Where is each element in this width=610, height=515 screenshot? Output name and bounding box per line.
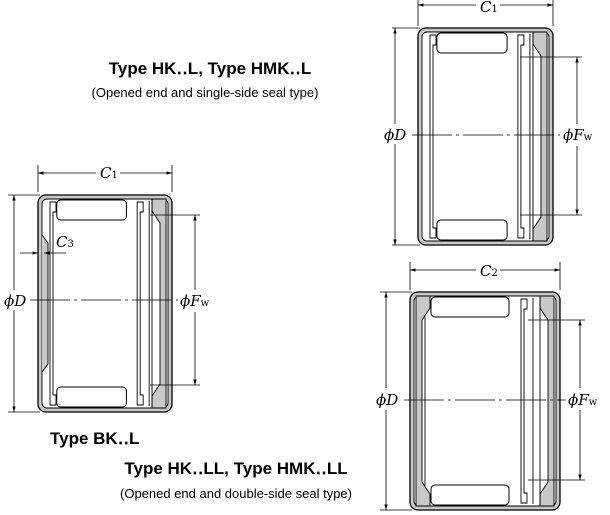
cage-right: [517, 34, 525, 239]
needle-roller: [436, 32, 508, 54]
c1-label: C1: [100, 164, 118, 182]
hk-l-bearing-drawing: [417, 27, 554, 246]
closed-end-wall: [41, 234, 49, 373]
needle-roller: [436, 219, 508, 241]
needle-roller: [56, 386, 127, 408]
d-label: ϕD: [4, 292, 26, 310]
bk-l-title: Type BK‥L: [50, 429, 139, 448]
fw-label: ϕFw: [180, 292, 210, 310]
c2-label: C2: [480, 262, 498, 280]
needle-roller: [430, 296, 510, 318]
hk-ll-title: Type HK‥LL, Type HMK‥LL: [124, 459, 347, 478]
d-label: ϕD: [384, 126, 406, 144]
hk-ll-dimensions: C2 ϕD ϕFw: [376, 260, 598, 511]
bk-l-dimensions: C1 ϕD ϕFw C3: [4, 163, 210, 413]
hk-ll-subtitle: (Opened end and double-side seal type): [120, 486, 352, 501]
hk-l-title: Type HK‥L, Type HMK‥L: [109, 59, 311, 78]
cage-right: [136, 201, 144, 406]
hk-l-subtitle: (Opened end and single-side seal type): [92, 85, 319, 100]
needle-roller: [56, 199, 127, 221]
shell-inner-surface: [421, 31, 550, 242]
d-label: ϕD: [376, 391, 398, 409]
hk-ll-bearing-drawing: [409, 291, 561, 511]
fw-label: ϕFw: [568, 391, 598, 409]
seal: [415, 295, 431, 507]
needle-roller: [430, 484, 510, 506]
cage-left: [429, 34, 437, 239]
c3-label: C3: [56, 233, 74, 251]
c1-label: C1: [480, 0, 498, 16]
hk-l-dimensions: C1 ϕD ϕFw: [384, 0, 593, 246]
fw-label: ϕFw: [563, 126, 593, 144]
cage-right: [520, 298, 528, 504]
bk-l-bearing-drawing: [37, 194, 173, 413]
shell-inner-surface: [413, 295, 557, 507]
